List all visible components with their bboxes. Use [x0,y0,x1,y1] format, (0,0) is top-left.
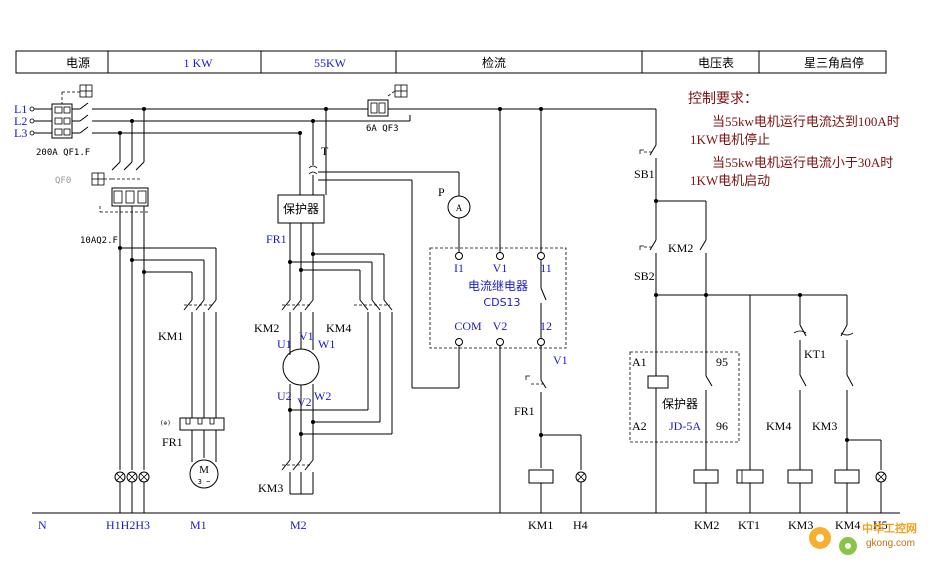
label-W2: W2 [314,389,331,403]
label-km2-contact: KM2 [668,241,693,255]
label-95: 95 [716,355,728,369]
label-relay-model: CDS13 [483,296,520,309]
label-kt1-contact: KT1 [804,347,826,361]
bottom-label-H5: H5 [873,518,888,532]
header-cell-power: 电源 [66,56,90,70]
label-W1: W1 [318,337,335,351]
label-U1: U1 [277,337,292,351]
qf3-breaker [367,99,389,117]
bottom-label-KM2: KM2 [694,518,719,532]
label-m1-m: M [199,464,209,476]
label-A1: A1 [632,355,647,369]
bottom-label-KM1: KM1 [528,518,553,532]
current-transformer-icon [308,165,318,175]
label-jd5a: JD-5A [669,419,701,433]
label-A: A [456,203,463,213]
label-km1: KM1 [158,329,183,343]
label-km4: KM4 [326,321,351,335]
label-A2: A2 [632,419,647,433]
current-detect-section: 6A QF3 A P I1 V1 11 电流继电器 CDS13 COM V2 1… [366,84,587,513]
header-table: 电源 1 KW 55KW 检流 电压表 星三角启停 [15,50,887,74]
label-L3: L3 [14,126,27,140]
current-relay-box [429,247,567,349]
protector-coil [647,375,669,389]
label-V2: V2 [297,395,312,409]
label-U2: U2 [277,389,292,403]
label-fr1-m1: FR1 [162,435,183,449]
label-relay-title: 电流继电器 [468,279,528,293]
label-q2: 10AQ2.F [80,236,118,246]
label-protector-jd: 保护器 [662,397,698,411]
watermark-cn: 中华工控网 [862,521,917,535]
notes-line-3: 当55kw电机运行电流小于30A时 [712,155,893,170]
notes-line-2: 1KW电机停止 [690,132,770,147]
motor-m2-icon [282,348,320,386]
km2-coil [693,469,719,484]
control-requirements: 控制要求： 当55kw电机运行电流达到100A时 1KW电机停止 当55kw电机… [688,91,900,188]
bottom-label-H4: H4 [573,518,588,532]
header-cell-1kw: 1 KW [184,56,214,70]
star-delta-section: SB1 KM2 SB2 A1 95 保护器 A2 JD-5A 96 [629,109,887,513]
bottom-label-M2: M2 [290,518,307,532]
label-I1: I1 [454,261,464,275]
label-T: T [321,144,329,158]
label-L1: L1 [14,102,27,116]
label-km4-contact: KM4 [766,419,791,433]
bottom-label-N: N [38,518,47,532]
label-relay-V2: V2 [493,319,508,333]
label-qf3: 6A QF3 [366,124,399,134]
label-96: 96 [716,419,728,433]
notes-title: 控制要求： [688,91,758,107]
notes-line-1: 当55kw电机运行电流达到100A时 [712,114,900,129]
m2-branch: T 保护器 FR1 KM2 KM4 U1 V1 W1 [254,109,412,495]
motor-m1-icon [189,459,219,489]
protector-box-m2 [277,194,325,224]
label-V1: V1 [299,329,314,343]
label-V1-out: V1 [553,353,568,367]
km3-coil [787,469,813,484]
label-COM: COM [454,319,482,333]
label-qf1: 200A QF1.F [36,148,90,158]
bottom-label-KT1: KT1 [738,518,760,532]
label-SB2: SB2 [634,269,655,283]
bottom-label-M1: M1 [190,518,207,532]
kt1-coil [736,469,764,484]
m1-branch: KM1 (⊕) FR1 M 3 ~ [158,248,225,489]
bottom-label-H123: H1H2H3 [106,518,150,532]
label-relay-12: 12 [540,319,552,333]
label-fr1-contact: FR1 [514,404,535,418]
label-L2: L2 [14,114,27,128]
km4-coil [834,469,860,484]
header-cell-star-delta: 星三角启停 [804,55,864,70]
header-cell-current-detect: 检流 [482,55,506,70]
protector-box-jd5a [629,351,740,443]
watermark-en: gkong.com [866,538,915,549]
bottom-label-KM4: KM4 [835,518,860,532]
label-relay-V1: V1 [493,261,508,275]
km1-coil [528,469,554,484]
label-fr-small: (⊕) [160,420,171,427]
label-relay-11: 11 [540,261,552,275]
label-P: P [438,185,445,199]
label-SB1: SB1 [634,167,655,181]
label-km3-contact: KM3 [812,419,837,433]
q2-breaker [111,187,149,207]
power-section: L1 L2 L3 200A QF1.F [14,84,656,513]
label-m1-3ph: 3 ~ [198,478,211,486]
watermark-logo: 中华工控网 gkong.com [809,521,917,555]
notes-line-4: 1KW电机启动 [690,173,770,188]
label-fr1-m2: FR1 [266,232,287,246]
label-protector-m2: 保护器 [283,202,319,216]
bottom-label-KM3: KM3 [788,518,813,532]
header-cell-voltmeter: 电压表 [698,56,734,70]
bottom-labels: N H1H2H3 M1 M2 KM1 H4 KM2 KT1 KM3 KM4 H5 [38,518,888,532]
label-km3-m2: KM3 [258,481,283,495]
label-qf0: QF0 [55,176,71,186]
label-km2-m2: KM2 [254,321,279,335]
header-cell-55kw: 55KW [314,56,347,70]
